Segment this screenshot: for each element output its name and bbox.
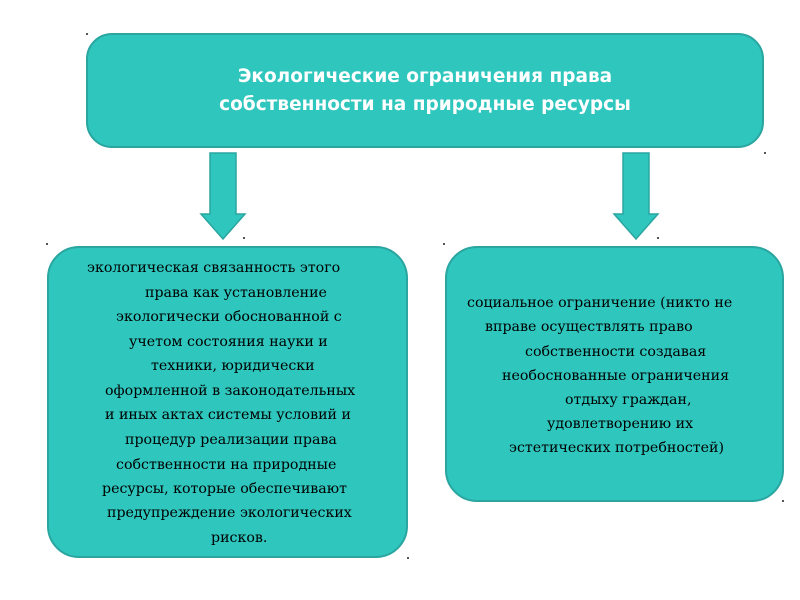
title-line-2: собственности на природные ресурсы	[219, 93, 631, 115]
decorative-dot	[443, 243, 445, 245]
left-text-line: учетом состояния науки и	[129, 334, 328, 350]
right-text-line: отдыху граждан,	[565, 392, 692, 408]
right-text-line: собственности создавая	[525, 344, 707, 360]
left-text-line: экологически обоснованной с	[116, 309, 342, 325]
decorative-dot	[407, 557, 409, 559]
decorative-dot	[86, 33, 88, 35]
decorative-dot	[782, 500, 784, 502]
diagram-title-box: Экологические ограничения права собствен…	[86, 33, 764, 148]
decorative-dot	[657, 237, 659, 239]
left-text-line: рисков.	[211, 530, 268, 546]
left-text-line: экологическая связанность этого	[87, 260, 341, 276]
left-text-line: техники, юридически	[151, 358, 315, 374]
right-text-line: эстетических потребностей)	[509, 440, 725, 456]
title-line-1: Экологические ограничения права	[237, 65, 613, 87]
environmental-restriction-box: экологическая связанность этого права ка…	[47, 246, 408, 558]
decorative-dot	[46, 243, 48, 245]
left-text-line: оформленной в законодательных	[105, 383, 356, 399]
right-text-line: социальное ограничение (никто не	[467, 295, 733, 311]
social-restriction-box: социальное ограничение (никто не вправе …	[445, 246, 784, 502]
right-text-line: удовлетворению их	[547, 416, 694, 432]
left-text-line: собственности на природные	[116, 457, 337, 473]
left-down-arrow-icon	[199, 152, 247, 241]
left-text-line: ресурсы, которые обеспечивают	[102, 481, 347, 497]
right-text-line: необоснованные ограничения	[502, 368, 730, 384]
left-text-line: предупреждение экологических	[107, 505, 352, 521]
left-text-line: и иных актах системы условий и	[105, 407, 351, 423]
decorative-dot	[243, 237, 245, 239]
decorative-dot	[764, 152, 766, 154]
right-down-arrow-icon	[612, 152, 660, 241]
right-text-line: вправе осуществлять право	[485, 319, 693, 335]
left-text-line: права как установление	[145, 285, 327, 301]
left-text-line: процедур реализации права	[125, 432, 337, 448]
